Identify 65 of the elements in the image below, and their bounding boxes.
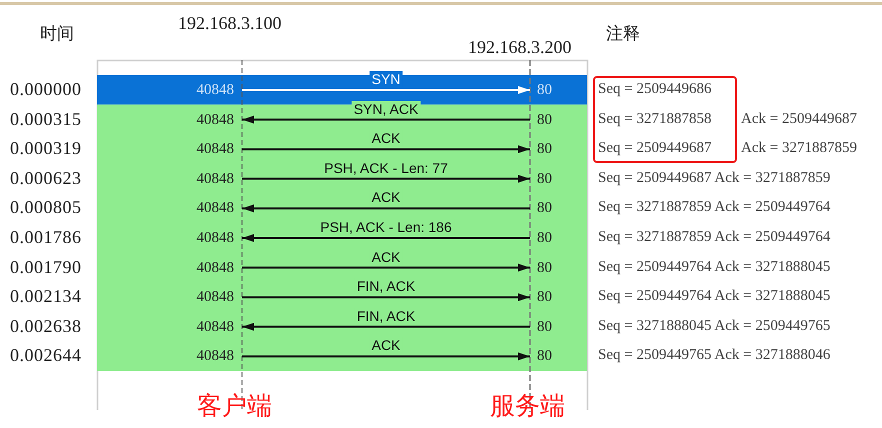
- port-label: 40848: [196, 316, 242, 337]
- port-label: 80: [530, 228, 552, 248]
- arrow: [242, 204, 530, 212]
- comment-text: Seq = 3271887859 Ack = 2509449764: [598, 229, 830, 246]
- port-label: 80: [530, 139, 552, 160]
- arrow: [242, 86, 530, 94]
- port-label: 40848: [196, 346, 242, 366]
- arrow-label: SYN, ACK: [352, 100, 420, 117]
- port-label: 80: [530, 110, 552, 130]
- arrow: [242, 234, 530, 242]
- endpoint-label: 客户端: [197, 390, 272, 422]
- port-label: 40848: [196, 139, 242, 160]
- port-label: 40848: [196, 287, 242, 308]
- arrow-label: ACK: [370, 130, 402, 146]
- port-label: 80: [530, 168, 552, 189]
- arrow: [242, 174, 530, 183]
- comment-text: Seq = 3271888045 Ack = 2509449765: [598, 318, 830, 335]
- time-label: 0.000000: [10, 79, 82, 100]
- time-label: 0.001790: [10, 256, 82, 278]
- arrow: [242, 322, 530, 331]
- comment-text: Seq = 2509449765 Ack = 3271888046: [598, 347, 830, 364]
- arrow: [242, 145, 530, 154]
- highlight-box: [593, 76, 737, 163]
- comment-text: Seq = 2509449686: [598, 81, 712, 98]
- port-label: 80: [530, 287, 552, 308]
- endpoint-label: 服务端: [490, 390, 565, 422]
- time-label: 0.002134: [10, 286, 82, 308]
- port-label: 80: [530, 258, 552, 278]
- arrow-label: SYN: [370, 71, 402, 87]
- arrow: [242, 352, 530, 360]
- comment-text: Seq = 2509449764 Ack = 3271888045: [598, 258, 830, 276]
- host-address: 192.168.3.100: [178, 13, 282, 34]
- port-label: 80: [530, 316, 552, 337]
- time-label: 0.001786: [10, 227, 82, 248]
- comment-text: Seq = 3271887859 Ack = 2509449764: [598, 199, 830, 216]
- host-address: 192.168.3.200: [468, 37, 572, 58]
- arrow: [242, 293, 530, 302]
- port-label: 40848: [196, 228, 242, 248]
- port-label: 40848: [196, 258, 242, 278]
- arrow-label: ACK: [370, 189, 402, 206]
- time-label: 0.000805: [10, 197, 82, 218]
- port-label: 80: [530, 346, 552, 366]
- port-label: 80: [530, 80, 552, 100]
- port-label: 80: [530, 198, 552, 218]
- comment-text: Seq = 2509449764 Ack = 3271888045: [598, 288, 830, 306]
- comment-text: Ack = 3271887859: [741, 140, 857, 158]
- time-label: 0.000623: [10, 168, 82, 189]
- port-label: 40848: [196, 110, 242, 130]
- time-label: 0.000315: [10, 108, 82, 130]
- arrow: [242, 116, 530, 124]
- comment-text: Ack = 2509449687: [741, 110, 857, 128]
- time-label: 0.002638: [10, 316, 82, 337]
- port-label: 40848: [196, 168, 242, 189]
- arrow-label: ACK: [370, 337, 402, 354]
- comment-text: Seq = 3271887858: [598, 110, 712, 128]
- time-label: 0.000319: [10, 138, 82, 160]
- column-header: 时间: [40, 23, 74, 45]
- port-label: 40848: [196, 80, 242, 100]
- time-label: 0.002644: [10, 345, 82, 366]
- column-header: 注释: [606, 23, 640, 45]
- arrow: [242, 264, 530, 272]
- comment-text: Seq = 2509449687: [598, 140, 712, 158]
- port-label: 40848: [196, 198, 242, 218]
- comment-text: Seq = 2509449687 Ack = 3271887859: [598, 170, 830, 187]
- arrow-label: PSH, ACK - Len: 186: [318, 219, 454, 235]
